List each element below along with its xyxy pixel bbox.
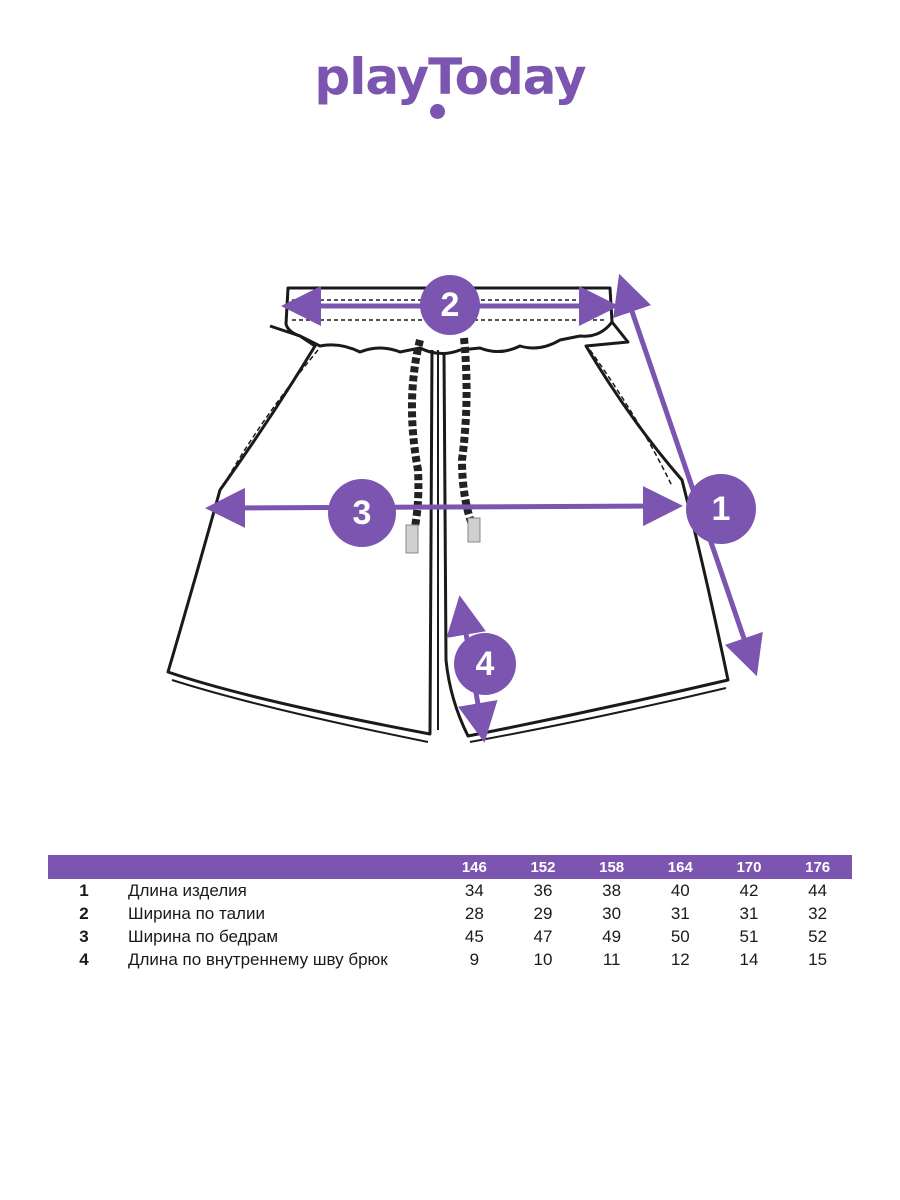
brand-logo-dot [430,104,445,119]
size-header: 158 [577,855,646,879]
marker-1-label: 1 [712,490,731,528]
header-num [48,855,120,879]
table-cell: 11 [602,949,621,969]
marker-3: 3 [328,479,396,547]
shorts-measurement-diagram: 1 2 3 4 [166,273,763,743]
table-cell: 38 [602,880,622,900]
size-header: 170 [714,855,784,879]
marker-2-label: 2 [441,286,460,324]
size-table-header: 146 152 158 164 170 176 [48,855,852,879]
size-header: 176 [783,855,852,879]
measurement-name: Длина по внутреннему шву брюк [128,949,388,969]
waistband [284,286,614,355]
measurement-name: Ширина по талии [128,903,265,923]
row-number: 3 [79,926,89,946]
table-row: 2 Ширина по талии 28 29 30 31 31 32 [48,902,852,925]
marker-3-label: 3 [353,494,372,532]
table-row: 3 Ширина по бедрам 45 47 49 50 51 52 [48,925,852,948]
table-row: 1 Длина изделия 34 36 38 40 42 44 [48,879,852,902]
table-cell: 30 [602,903,622,923]
table-cell: 42 [739,880,759,900]
table-cell: 12 [670,949,690,969]
table-cell: 44 [808,880,828,900]
table-cell: 31 [670,903,690,923]
table-cell: 40 [670,880,690,900]
brand-logo: playToday [0,48,900,106]
table-cell: 9 [469,949,480,969]
table-cell: 28 [464,903,484,923]
table-cell: 52 [808,926,828,946]
table-cell: 34 [464,880,484,900]
table-cell: 51 [739,926,759,946]
marker-4-label: 4 [476,645,495,683]
marker-2: 2 [420,275,480,335]
table-cell: 14 [739,949,759,969]
table-cell: 31 [739,903,759,923]
size-header: 164 [645,855,715,879]
table-row: 4 Длина по внутреннему шву брюк 9 10 11 … [48,948,852,971]
table-cell: 32 [808,903,828,923]
table-cell: 47 [533,926,553,946]
marker-1: 1 [686,474,756,544]
arrow-hips [205,486,683,528]
size-header: 152 [508,855,578,879]
header-name [120,855,440,879]
row-number: 4 [79,949,89,969]
table-cell: 15 [808,949,828,969]
left-leg [166,324,434,736]
measurement-name: Длина изделия [128,880,247,900]
arrow-length [613,273,763,677]
row-number: 2 [79,903,89,923]
brand-logo-text: playToday [314,48,586,106]
table-cell: 50 [670,926,690,946]
table-cell: 10 [533,949,553,969]
size-table: 146 152 158 164 170 176 1 Длина изделия … [48,855,852,971]
table-cell: 49 [602,926,622,946]
measurement-name: Ширина по бедрам [128,926,279,946]
table-cell: 45 [464,926,484,946]
row-number: 1 [79,880,89,900]
drawstrings [405,337,481,554]
shorts-drawing [166,286,730,743]
size-header: 146 [440,855,509,879]
table-cell: 36 [533,880,553,900]
marker-4: 4 [454,633,516,695]
table-cell: 29 [533,903,553,923]
